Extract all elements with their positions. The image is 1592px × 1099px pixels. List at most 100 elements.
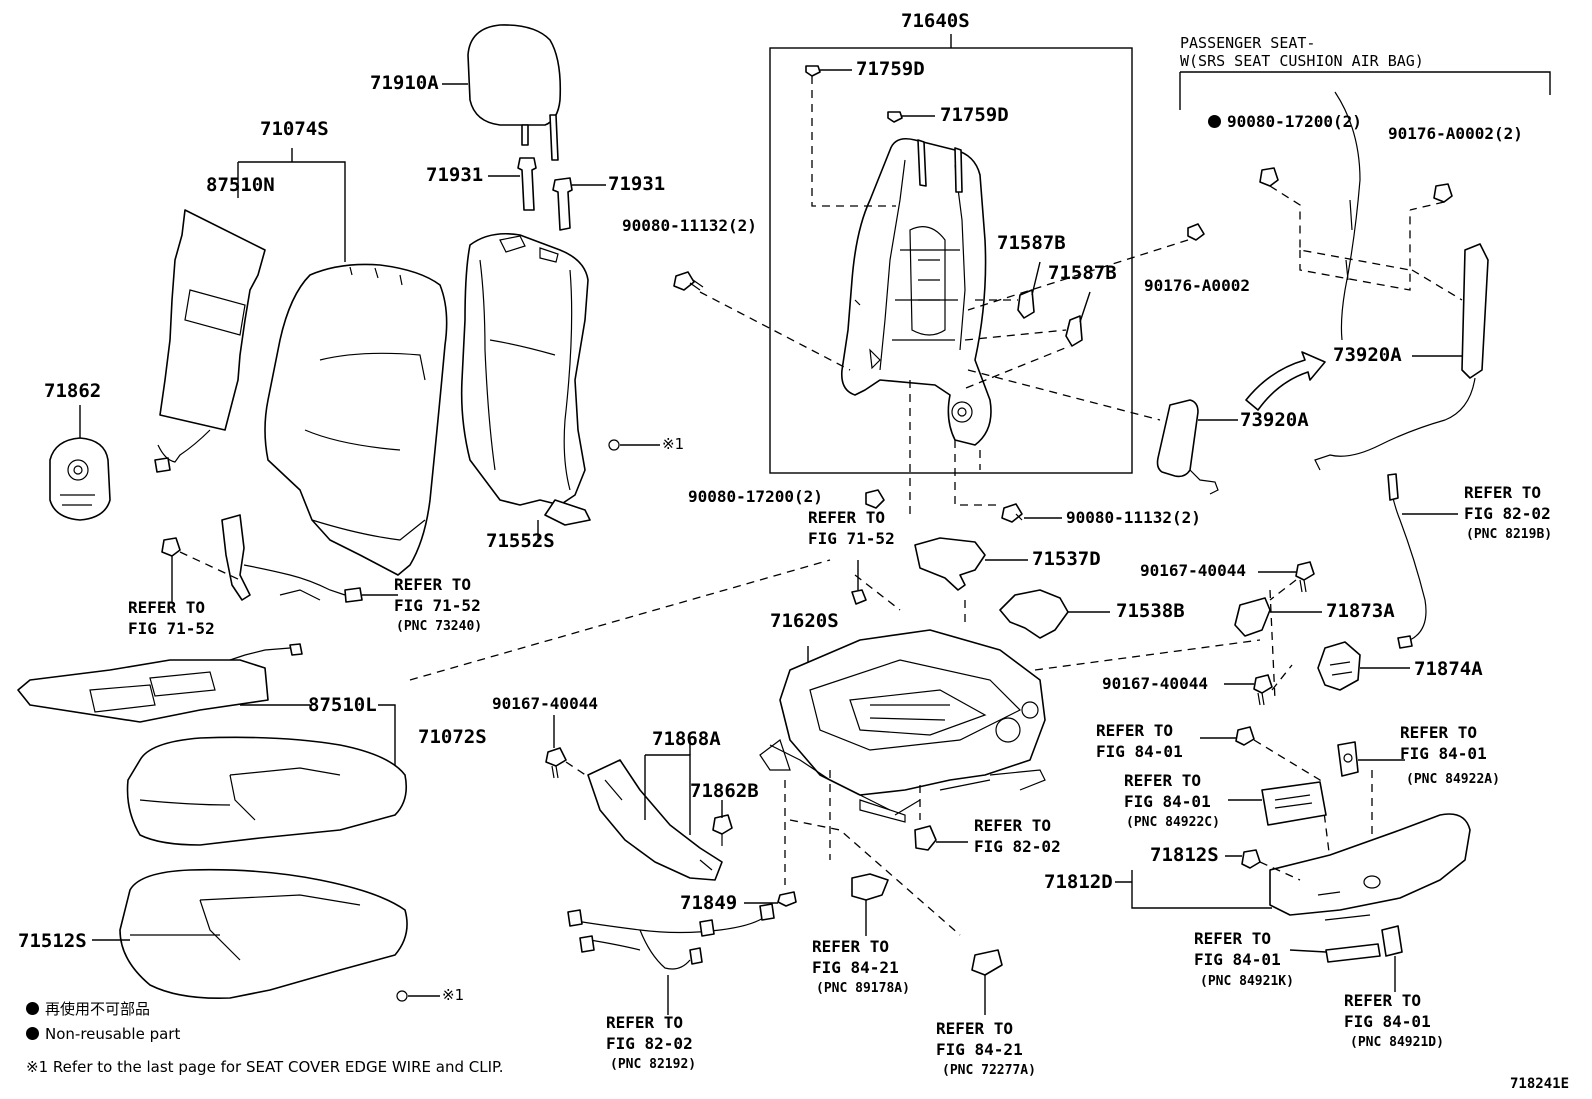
part-87510n: 87510N xyxy=(206,174,275,196)
knob-84922a xyxy=(1337,741,1359,777)
part-71931-b: 71931 xyxy=(608,173,666,195)
pnc-89178a: (PNC 89178A) xyxy=(816,981,910,996)
note-mark-lower: ※1 xyxy=(442,986,465,1004)
pnc-73240: (PNC 73240) xyxy=(396,619,483,634)
refer-fig-84-01-b: REFER TO FIG 84-01 xyxy=(1400,723,1487,763)
guide-71931-b xyxy=(552,177,573,231)
nut-90080-17200-b xyxy=(865,489,885,509)
pnc-82192: (PNC 82192) xyxy=(610,1057,697,1072)
part-90167-40044-c: 90167-40044 xyxy=(492,694,598,713)
bracket-71537d xyxy=(914,537,986,591)
side-airbag-73920a xyxy=(1156,399,1219,495)
legend-jp-text: 再使用不可部品 xyxy=(45,1000,151,1018)
part-73920a-driver: 73920A xyxy=(1240,409,1309,431)
part-90080-11132-a: 90080-11132(2) xyxy=(622,216,757,235)
part-71874a: 71874A xyxy=(1414,658,1483,680)
part-71537d: 71537D xyxy=(1032,548,1101,570)
part-90167-40044-a: 90167-40044 xyxy=(1140,561,1246,580)
pnc-84922a: (PNC 84922A) xyxy=(1406,772,1500,787)
part-73920a-passenger: 73920A xyxy=(1333,344,1402,366)
passenger-airbag-73920a xyxy=(1314,243,1489,471)
shield-71868a xyxy=(587,759,723,881)
refer-fig-84-01-d: REFER TO FIG 84-01 xyxy=(1194,929,1281,969)
cover-71538b xyxy=(999,589,1069,639)
nut-left-refer xyxy=(161,537,181,557)
part-71849: 71849 xyxy=(680,892,738,914)
refer-fig-84-21-a: REFER TO FIG 84-21 xyxy=(812,937,899,977)
part-71552s: 71552S xyxy=(486,530,555,552)
seatback-cover-71074s xyxy=(264,263,448,576)
part-71512s: 71512S xyxy=(18,930,87,952)
direction-arrow xyxy=(1245,351,1326,411)
legend-dot-en xyxy=(26,1027,39,1040)
part-71812s: 71812S xyxy=(1150,844,1219,866)
note-mark-upper: ※1 xyxy=(662,435,685,453)
bolt-90167-40044-c xyxy=(545,747,567,779)
refer-fig-71-52-a: REFER TO FIG 71-52 xyxy=(808,508,895,548)
part-90176-a0002-a: 90176-A0002 xyxy=(1144,276,1250,295)
cushion-frame-71620s xyxy=(759,629,1046,823)
refer-fig-84-01-e: REFER TO FIG 84-01 xyxy=(1344,991,1431,1031)
passenger-seat-heading-line1: PASSENGER SEAT- xyxy=(1180,34,1316,52)
pnc-84922c: (PNC 84922C) xyxy=(1126,815,1220,830)
pnc-72277a: (PNC 72277A) xyxy=(942,1063,1036,1078)
cushion-heater-87510l xyxy=(17,643,303,723)
bracket-71587b-b xyxy=(1065,315,1083,347)
refer-fig-84-21-b: REFER TO FIG 84-21 xyxy=(936,1019,1023,1059)
nut-90176-a0002-a xyxy=(1187,223,1205,241)
bracket-71587b-a xyxy=(1017,289,1035,319)
nut-90176-a0002-b xyxy=(1433,183,1453,203)
diagram-id: 718241E xyxy=(1510,1076,1570,1092)
seatback-pad-71552s xyxy=(460,232,591,526)
nut-90080-17200-a xyxy=(1259,167,1279,187)
part-90080-17200-b: 90080-17200(2) xyxy=(688,487,823,506)
part-71873a: 71873A xyxy=(1326,600,1395,622)
refer-fig-82-02-c: REFER TO FIG 82-02 xyxy=(606,1013,693,1053)
legend-jp: 再使用不可部品 xyxy=(26,1002,150,1017)
nut-upper-refer xyxy=(851,589,867,605)
part-87510l: 87510L xyxy=(308,694,377,716)
sensor-89178a xyxy=(851,873,889,901)
part-71538b: 71538B xyxy=(1116,600,1185,622)
pnc-84921k: (PNC 84921K) xyxy=(1200,974,1294,989)
pnc-84921d: (PNC 84921D) xyxy=(1350,1035,1444,1050)
knob-84921k xyxy=(1325,943,1381,963)
part-90176-a0002-b: 90176-A0002(2) xyxy=(1388,124,1523,143)
part-71587b-b: 71587B xyxy=(1048,262,1117,284)
bolt-84-01 xyxy=(1235,726,1255,746)
part-71759d-b: 71759D xyxy=(940,104,1009,126)
part-90080-11132-b: 90080-11132(2) xyxy=(1066,508,1201,527)
part-71640s: 71640S xyxy=(901,10,970,32)
clip-71759d-a xyxy=(805,65,821,77)
sensor-71862 xyxy=(49,437,111,521)
refer-fig-71-52-c: REFER TO FIG 71-52 xyxy=(394,575,481,615)
clip-71759d-b xyxy=(887,111,903,123)
part-71812d: 71812D xyxy=(1044,871,1113,893)
part-71587b-a: 71587B xyxy=(997,232,1066,254)
legend-dot-jp xyxy=(26,1002,39,1015)
pnc-8219b: (PNC 8219B) xyxy=(1466,527,1553,542)
clip-71862b xyxy=(712,814,733,846)
part-71862b: 71862B xyxy=(690,780,759,802)
part-90167-40044-b: 90167-40044 xyxy=(1102,674,1208,693)
part-71759d-a: 71759D xyxy=(856,58,925,80)
part-71074s: 71074S xyxy=(260,118,329,140)
knob-84921d xyxy=(1381,925,1403,957)
part-71862: 71862 xyxy=(44,380,102,402)
non-reusable-marker xyxy=(1208,115,1221,128)
refer-fig-71-52-b: REFER TO FIG 71-52 xyxy=(128,598,215,638)
refer-fig-84-01-c: REFER TO FIG 84-01 xyxy=(1124,771,1211,811)
guide-71931-a xyxy=(517,157,537,211)
legend-en: Non-reusable part xyxy=(26,1027,180,1042)
part-71910a: 71910A xyxy=(370,72,439,94)
cushion-pad-71512s xyxy=(119,868,408,1000)
seat-belt-buckle xyxy=(221,514,363,603)
passenger-seat-heading-line2: W(SRS SEAT CUSHION AIR BAG) xyxy=(1180,52,1424,70)
refer-fig-84-01-a: REFER TO FIG 84-01 xyxy=(1096,721,1183,761)
seat-back-frame xyxy=(840,137,992,446)
bolt-90167-40044-a xyxy=(1295,561,1315,593)
legend-note: ※1 Refer to the last page for SEAT COVER… xyxy=(26,1058,504,1076)
bolt-90167-40044-b xyxy=(1253,674,1273,706)
